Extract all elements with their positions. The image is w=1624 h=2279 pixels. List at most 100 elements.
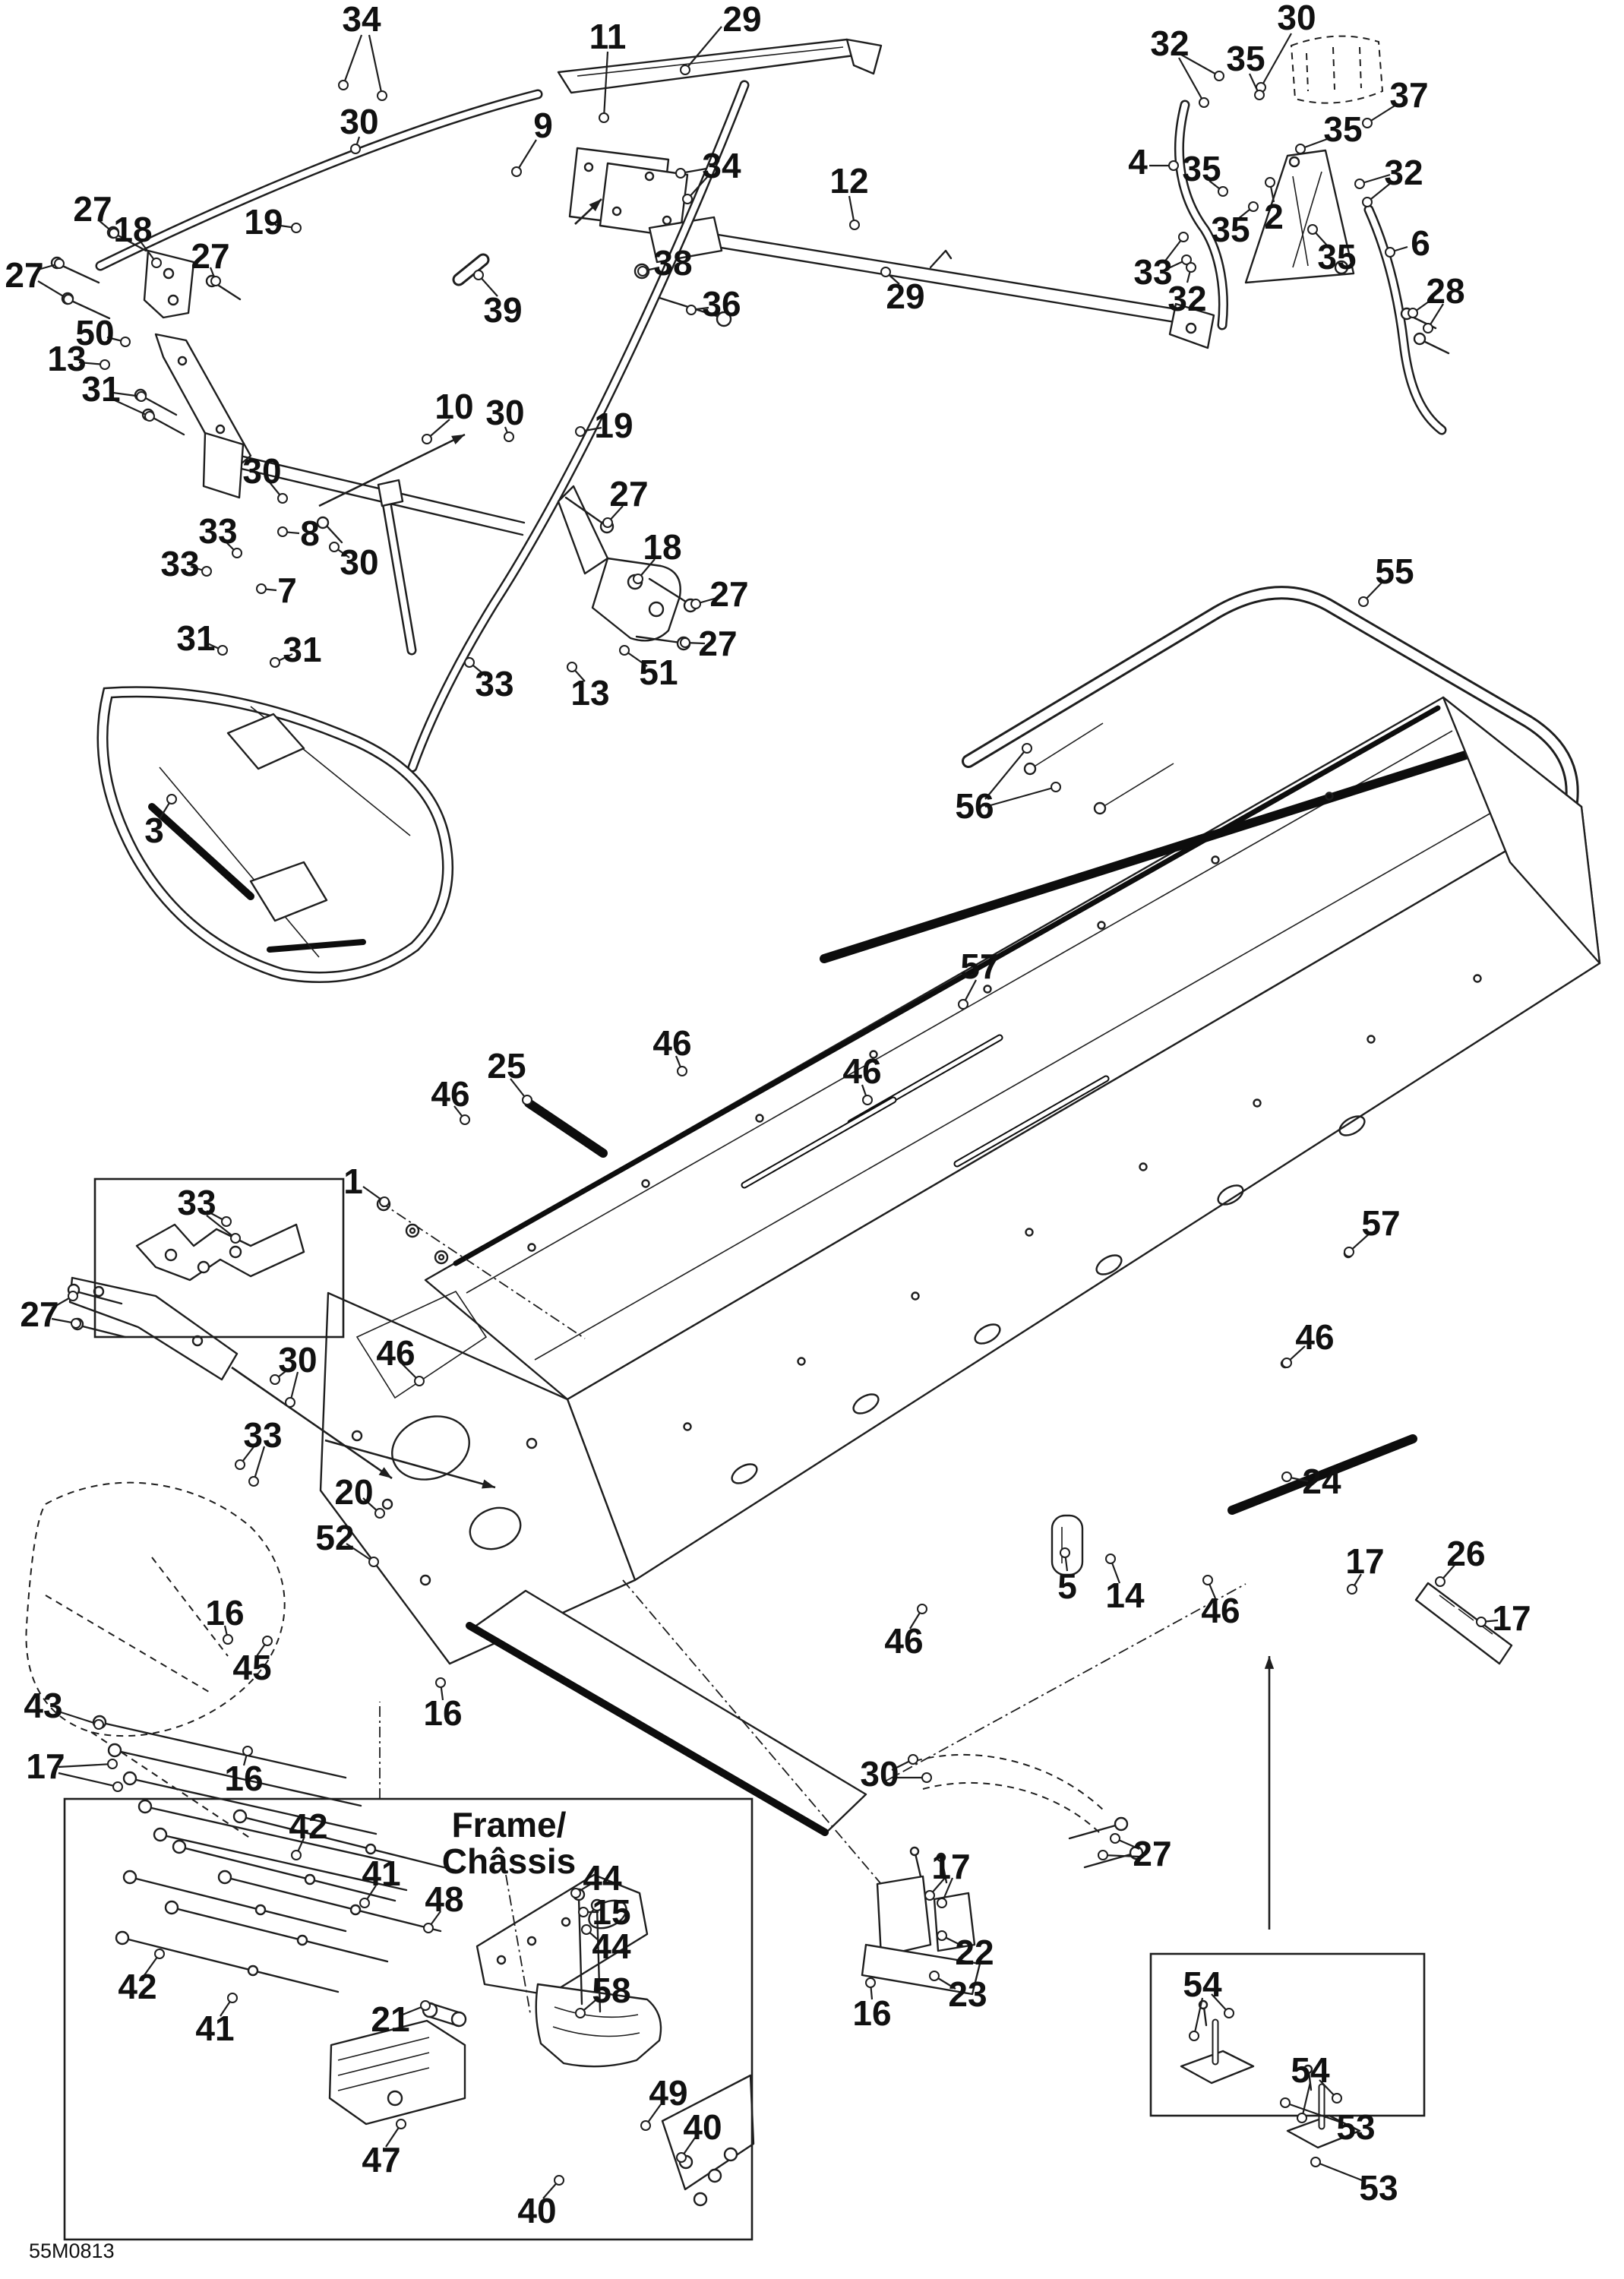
hardware-dot: [1385, 247, 1395, 258]
hardware-dot: [460, 1114, 470, 1125]
hardware-dot: [880, 267, 891, 277]
callout-label: 46: [376, 1333, 415, 1373]
hardware-dot: [1281, 1471, 1292, 1482]
leader-line: [342, 34, 363, 86]
hardware-dot: [291, 1850, 302, 1860]
engine-support-artwork: [1174, 35, 1450, 435]
hardware-dot: [270, 657, 280, 668]
leader-line: [1180, 54, 1220, 77]
callout-label: 30: [242, 451, 281, 491]
leader-line: [602, 51, 609, 119]
callout-label: 4: [1128, 142, 1148, 182]
callout-label: 18: [643, 527, 681, 567]
callout-label: 33: [475, 664, 513, 703]
hardware-dot: [166, 794, 177, 804]
arrow-line: [231, 1366, 393, 1480]
hardware-dot: [554, 2175, 564, 2186]
callout-label: 29: [886, 277, 924, 316]
frame-chassis-line1: Frame/: [451, 1805, 567, 1844]
hardware-dot: [144, 411, 155, 422]
callout-label: 27: [698, 624, 737, 663]
hardware-dot: [1347, 1584, 1357, 1595]
hardware-dot: [414, 1376, 425, 1386]
hardware-dot: [1280, 2097, 1291, 2108]
leader-line: [1366, 104, 1397, 124]
hardware-dot: [921, 1772, 932, 1783]
hardware-dot: [1310, 2157, 1321, 2167]
callout-label: 35: [1323, 109, 1362, 149]
hardware-dot: [420, 2000, 431, 2011]
callout-label: 5: [1057, 1566, 1077, 1606]
leader-line: [55, 1709, 100, 1726]
document-code: 55M0813: [29, 2239, 115, 2262]
callout-label: 17: [1492, 1598, 1531, 1638]
callout-label: 16: [423, 1693, 462, 1733]
callout-label: 41: [362, 1854, 400, 1893]
hardware-dot: [1358, 596, 1369, 607]
hardware-dot: [1168, 160, 1179, 171]
callout-label: 30: [860, 1754, 899, 1794]
hardware-dot: [1265, 177, 1275, 188]
hardware-dot: [682, 194, 693, 204]
hardware-dot: [575, 426, 586, 437]
hardware-dot: [599, 112, 609, 123]
hardware-dot: [578, 1907, 589, 1917]
callout-label: 27: [191, 236, 229, 276]
leader-line: [984, 785, 1057, 808]
callout-label: 31: [81, 369, 120, 409]
callout-label: 13: [47, 339, 86, 378]
leader-line: [516, 139, 537, 172]
callout-label: 44: [592, 1927, 631, 1966]
callout-label: 24: [1302, 1462, 1341, 1501]
hardware-dot: [107, 1759, 118, 1769]
callout-label: 30: [485, 393, 524, 432]
callout-label: 30: [1277, 0, 1316, 37]
callout-label: 40: [517, 2191, 556, 2230]
callout-label: 54: [1183, 1964, 1222, 2004]
callout-label: 31: [176, 618, 215, 658]
hardware-dot: [1423, 323, 1433, 333]
hardware-dot: [136, 391, 147, 402]
callout-label: 48: [425, 1879, 463, 1919]
frame-chassis-line2: Châssis: [441, 1841, 577, 1882]
hardware-dot: [230, 1233, 241, 1244]
leader-line: [1102, 1854, 1140, 1858]
inset-box: [63, 1797, 754, 2241]
hardware-dot: [1224, 2008, 1234, 2018]
arrow-head: [589, 199, 602, 212]
callout-label: 56: [955, 786, 994, 826]
hardware-dot: [1218, 186, 1228, 197]
callout-label: 33: [198, 511, 237, 551]
callout-label: 27: [20, 1294, 58, 1334]
hardware-dot: [1295, 144, 1306, 154]
callout-label: 46: [842, 1051, 881, 1091]
leader-line: [206, 1215, 236, 1239]
callout-label: 1: [343, 1162, 363, 1201]
callout-label: 16: [205, 1593, 244, 1633]
callout-label: 33: [177, 1183, 216, 1222]
hardware-dot: [291, 223, 302, 233]
leader-line: [346, 1543, 374, 1563]
hardware-dot: [1110, 1833, 1120, 1844]
callout-label: 3: [144, 811, 164, 850]
hardware-dot: [368, 1557, 379, 1567]
hardware-dot: [1435, 1576, 1445, 1587]
hardware-dot: [924, 1890, 935, 1901]
hardware-dot: [849, 220, 860, 230]
hardware-dot: [1181, 254, 1192, 265]
hardware-dot: [256, 583, 267, 594]
callout-label: 57: [960, 947, 999, 986]
hardware-dot: [396, 2119, 406, 2129]
hardware-dot: [54, 258, 65, 269]
callout-label: 40: [683, 2107, 722, 2147]
callout-label: 27: [73, 189, 112, 229]
callout-label: 51: [639, 653, 678, 692]
callout-label: 32: [1167, 279, 1206, 318]
hardware-dot: [93, 1719, 104, 1730]
arrow-line: [318, 433, 466, 507]
callout-label: 9: [533, 106, 553, 145]
callout-label: 21: [371, 1999, 409, 2039]
callout-label: 46: [652, 1023, 691, 1063]
callout-label: 15: [592, 1892, 630, 1932]
hardware-dot: [570, 1888, 581, 1898]
